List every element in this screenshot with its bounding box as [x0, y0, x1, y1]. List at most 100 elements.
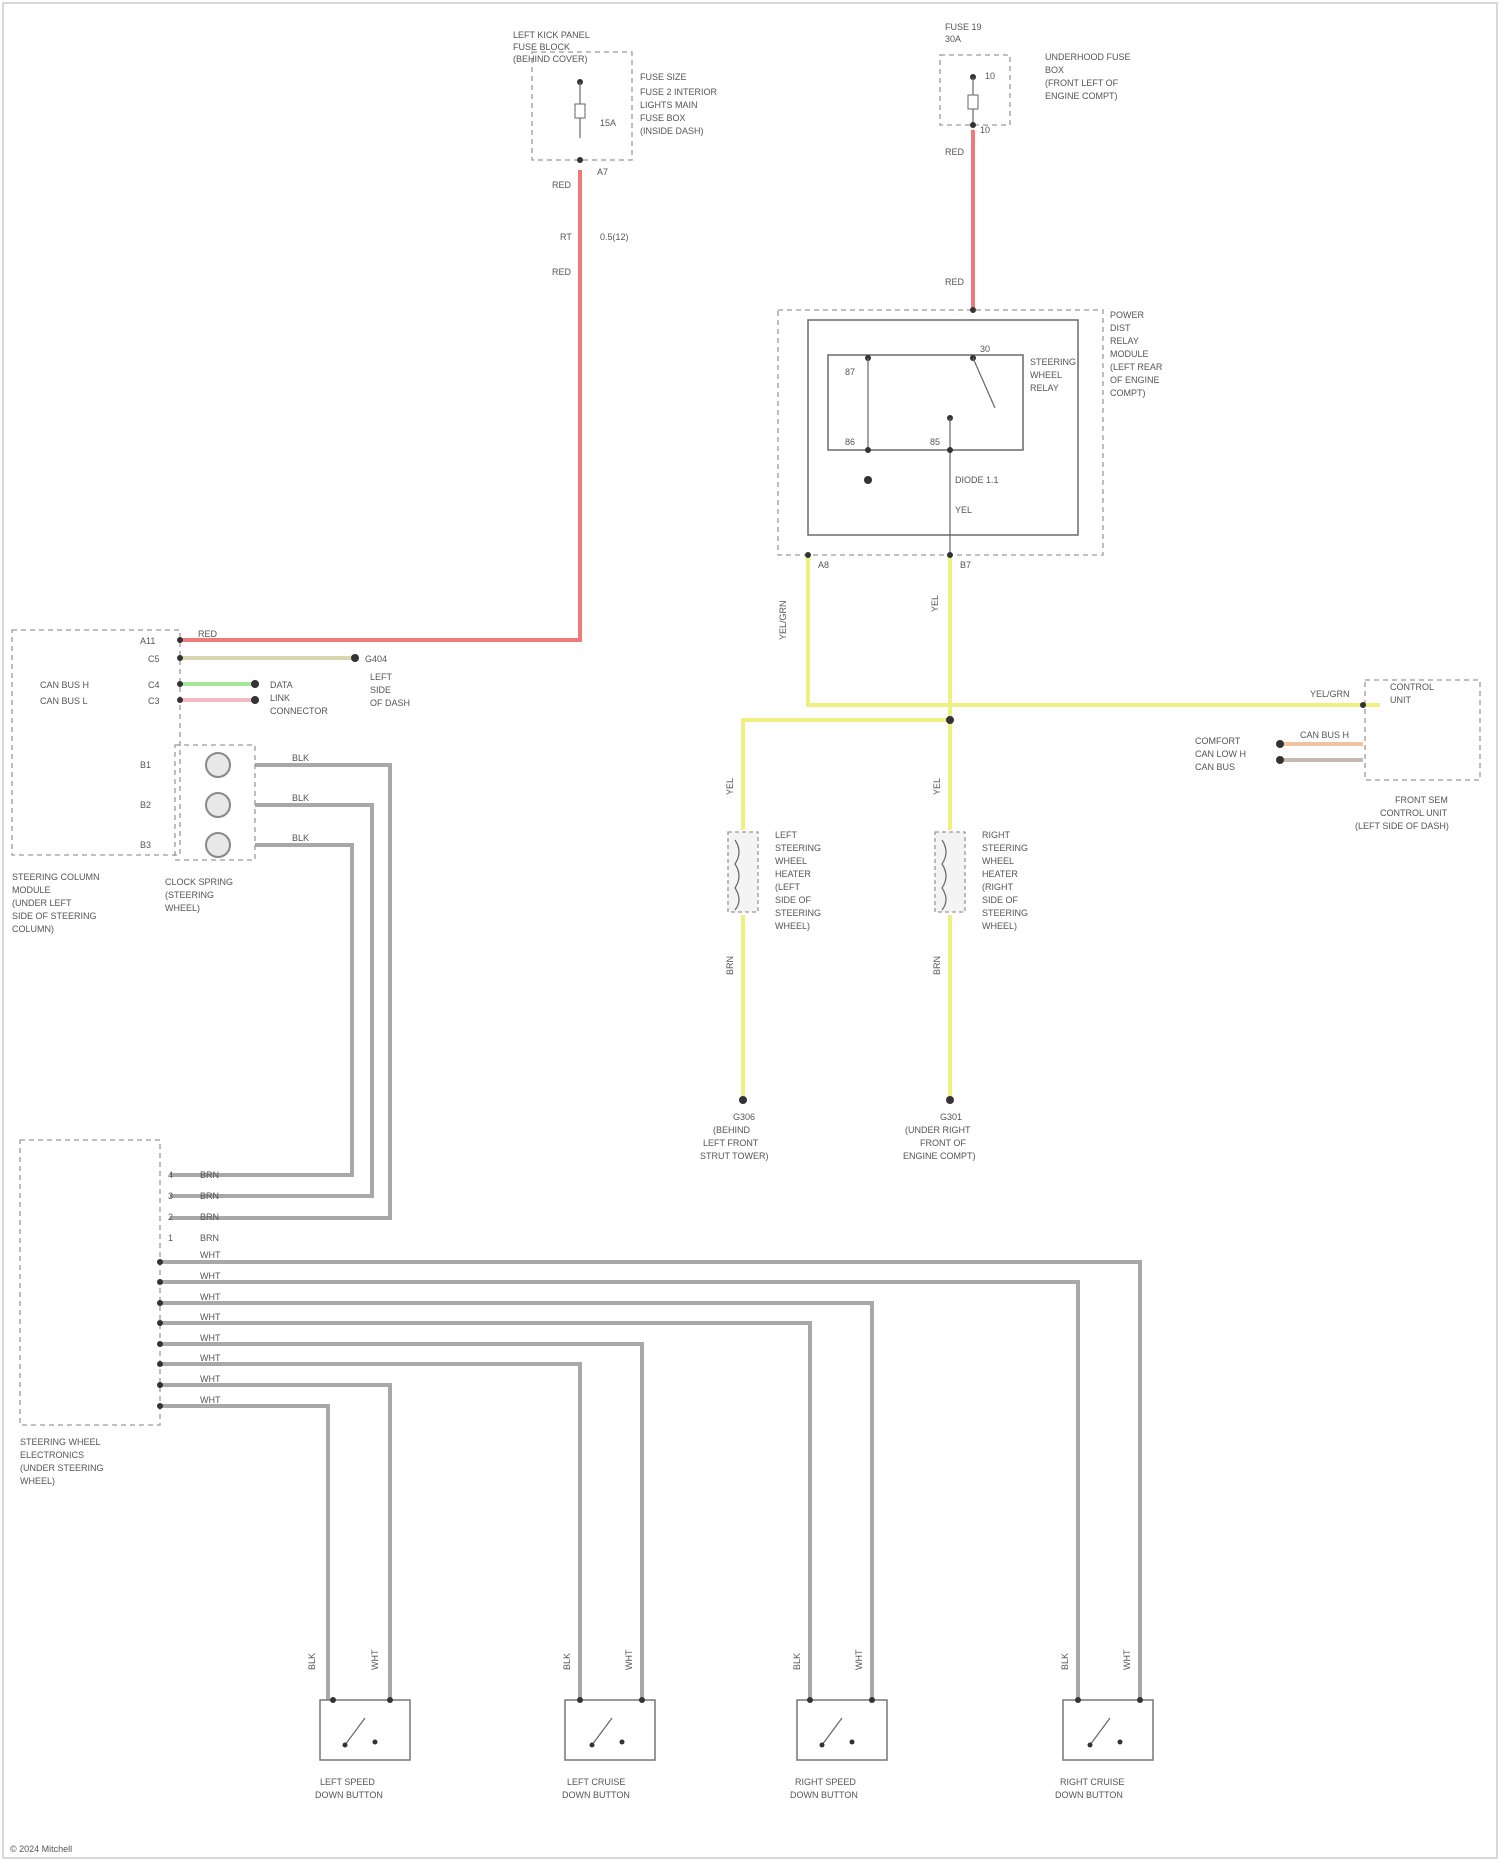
- svg-text:(LEFT REAR: (LEFT REAR: [1110, 362, 1163, 372]
- wire-label-red-fuse: RED: [945, 147, 965, 157]
- svg-text:CONTROL: CONTROL: [1390, 682, 1434, 692]
- data-link-connector: G404 DATA LINK CONNECTOR LEFT SIDE OF DA…: [251, 654, 410, 716]
- svg-text:OF DASH: OF DASH: [370, 698, 410, 708]
- svg-text:WHT: WHT: [200, 1333, 221, 1343]
- svg-text:WHT: WHT: [1122, 1649, 1132, 1670]
- svg-text:SIDE OF: SIDE OF: [775, 895, 812, 905]
- svg-text:87: 87: [845, 367, 855, 377]
- wire-label-heater-l: YEL: [725, 778, 735, 795]
- wire-label-red-module: RED: [198, 629, 218, 639]
- svg-text:ENGINE COMPT): ENGINE COMPT): [1045, 91, 1118, 101]
- svg-text:BRN: BRN: [200, 1233, 219, 1243]
- svg-text:DOWN BUTTON: DOWN BUTTON: [1055, 1790, 1123, 1800]
- svg-text:HEATER: HEATER: [775, 869, 811, 879]
- svg-text:86: 86: [845, 437, 855, 447]
- svg-text:STRUT TOWER): STRUT TOWER): [700, 1151, 769, 1161]
- svg-text:WHEEL): WHEEL): [775, 921, 810, 931]
- svg-text:B3: B3: [140, 840, 151, 850]
- svg-text:FRONT SEM: FRONT SEM: [1395, 795, 1448, 805]
- power-wire-fuse: [180, 170, 580, 640]
- svg-text:DIODE 1.1: DIODE 1.1: [955, 475, 999, 485]
- svg-text:DATA: DATA: [270, 680, 293, 690]
- svg-text:LEFT CRUISE: LEFT CRUISE: [567, 1777, 625, 1787]
- svg-text:2: 2: [168, 1212, 173, 1222]
- svg-text:WHT: WHT: [200, 1395, 221, 1405]
- svg-text:DOWN BUTTON: DOWN BUTTON: [562, 1790, 630, 1800]
- clockspring-wire-2: [170, 805, 372, 1196]
- wire-label-red-mid: RED: [552, 267, 572, 277]
- svg-text:LEFT SPEED: LEFT SPEED: [320, 1777, 375, 1787]
- svg-text:A8: A8: [818, 560, 829, 570]
- svg-text:STEERING WHEEL: STEERING WHEEL: [20, 1437, 101, 1447]
- svg-text:WHT: WHT: [200, 1374, 221, 1384]
- svg-text:WHEEL: WHEEL: [982, 856, 1014, 866]
- svg-text:CAN BUS H: CAN BUS H: [1300, 730, 1349, 740]
- svg-text:C4: C4: [148, 680, 160, 690]
- svg-text:FUSE BLOCK: FUSE BLOCK: [513, 42, 570, 52]
- svg-text:DOWN BUTTON: DOWN BUTTON: [790, 1790, 858, 1800]
- svg-text:WHEEL): WHEEL): [982, 921, 1017, 931]
- svg-text:(BEHIND: (BEHIND: [713, 1125, 751, 1135]
- svg-text:(RIGHT: (RIGHT: [982, 882, 1013, 892]
- svg-text:SIDE OF STEERING: SIDE OF STEERING: [12, 911, 97, 921]
- svg-text:FUSE SIZE: FUSE SIZE: [640, 72, 687, 82]
- svg-text:RIGHT CRUISE: RIGHT CRUISE: [1060, 1777, 1124, 1787]
- svg-text:MODULE: MODULE: [1110, 349, 1149, 359]
- underhood-fuse: FUSE 19 30A UNDERHOOD FUSE BOX (FRONT LE…: [940, 22, 1131, 135]
- svg-text:30: 30: [980, 344, 990, 354]
- svg-text:RIGHT SPEED: RIGHT SPEED: [795, 1777, 856, 1787]
- svg-text:(LEFT: (LEFT: [775, 882, 801, 892]
- svg-text:(STEERING: (STEERING: [165, 890, 214, 900]
- relay-module: STEERING WHEEL RELAY POWER DIST RELAY MO…: [778, 307, 1163, 570]
- svg-text:(BEHIND COVER): (BEHIND COVER): [513, 54, 588, 64]
- svg-text:A11: A11: [140, 636, 155, 646]
- svg-text:10: 10: [980, 125, 990, 135]
- svg-text:BLK: BLK: [562, 1653, 572, 1670]
- ground-right: G301 (UNDER RIGHT FRONT OF ENGINE COMPT): [903, 1096, 976, 1161]
- svg-text:WHT: WHT: [370, 1649, 380, 1670]
- svg-text:WHT: WHT: [200, 1292, 221, 1302]
- wire-label-red-relay: RED: [945, 277, 965, 287]
- svg-text:LEFT KICK PANEL: LEFT KICK PANEL: [513, 30, 590, 40]
- svg-text:LEFT: LEFT: [370, 672, 393, 682]
- svg-text:STEERING: STEERING: [775, 843, 821, 853]
- svg-text:DOWN BUTTON: DOWN BUTTON: [315, 1790, 383, 1800]
- svg-text:OF ENGINE: OF ENGINE: [1110, 375, 1160, 385]
- svg-text:CAN LOW H: CAN LOW H: [1195, 749, 1246, 759]
- svg-text:STEERING: STEERING: [775, 908, 821, 918]
- svg-text:YEL: YEL: [955, 505, 972, 515]
- svg-text:BRN: BRN: [200, 1191, 219, 1201]
- svg-text:BLK: BLK: [307, 1653, 317, 1670]
- svg-text:BLK: BLK: [292, 833, 309, 843]
- svg-text:(UNDER RIGHT: (UNDER RIGHT: [905, 1125, 971, 1135]
- wire-label-red-gauge: 0.5(12): [600, 232, 629, 242]
- svg-text:UNDERHOOD FUSE: UNDERHOOD FUSE: [1045, 52, 1131, 62]
- sw-wire-1: [160, 1262, 1140, 1700]
- wire-label-yel-left: YEL/GRN: [778, 600, 788, 640]
- wire-label-gnd-l: BRN: [725, 956, 735, 975]
- svg-text:B2: B2: [140, 800, 151, 810]
- svg-text:CAN BUS: CAN BUS: [1195, 762, 1235, 772]
- svg-text:4: 4: [168, 1170, 173, 1180]
- svg-text:LIGHTS MAIN: LIGHTS MAIN: [640, 100, 698, 110]
- svg-text:(FRONT LEFT OF: (FRONT LEFT OF: [1045, 78, 1119, 88]
- svg-text:STEERING COLUMN: STEERING COLUMN: [12, 872, 100, 882]
- svg-text:10: 10: [985, 71, 995, 81]
- svg-text:B7: B7: [960, 560, 971, 570]
- svg-text:DIST: DIST: [1110, 323, 1131, 333]
- svg-text:(UNDER STEERING: (UNDER STEERING: [20, 1463, 104, 1473]
- svg-text:STEERING: STEERING: [1030, 357, 1076, 367]
- fuse-block: LEFT KICK PANEL FUSE BLOCK (BEHIND COVER…: [513, 30, 718, 177]
- svg-text:FUSE 2 INTERIOR: FUSE 2 INTERIOR: [640, 87, 718, 97]
- page-border: [3, 3, 1497, 1858]
- svg-text:CONTROL UNIT: CONTROL UNIT: [1380, 808, 1448, 818]
- junction-dot: [946, 716, 954, 724]
- svg-text:(INSIDE DASH): (INSIDE DASH): [640, 126, 704, 136]
- svg-text:WHT: WHT: [624, 1649, 634, 1670]
- svg-text:WHT: WHT: [200, 1250, 221, 1260]
- svg-text:COMFORT: COMFORT: [1195, 736, 1241, 746]
- svg-text:G306: G306: [733, 1112, 755, 1122]
- svg-text:(LEFT SIDE OF DASH): (LEFT SIDE OF DASH): [1355, 821, 1449, 831]
